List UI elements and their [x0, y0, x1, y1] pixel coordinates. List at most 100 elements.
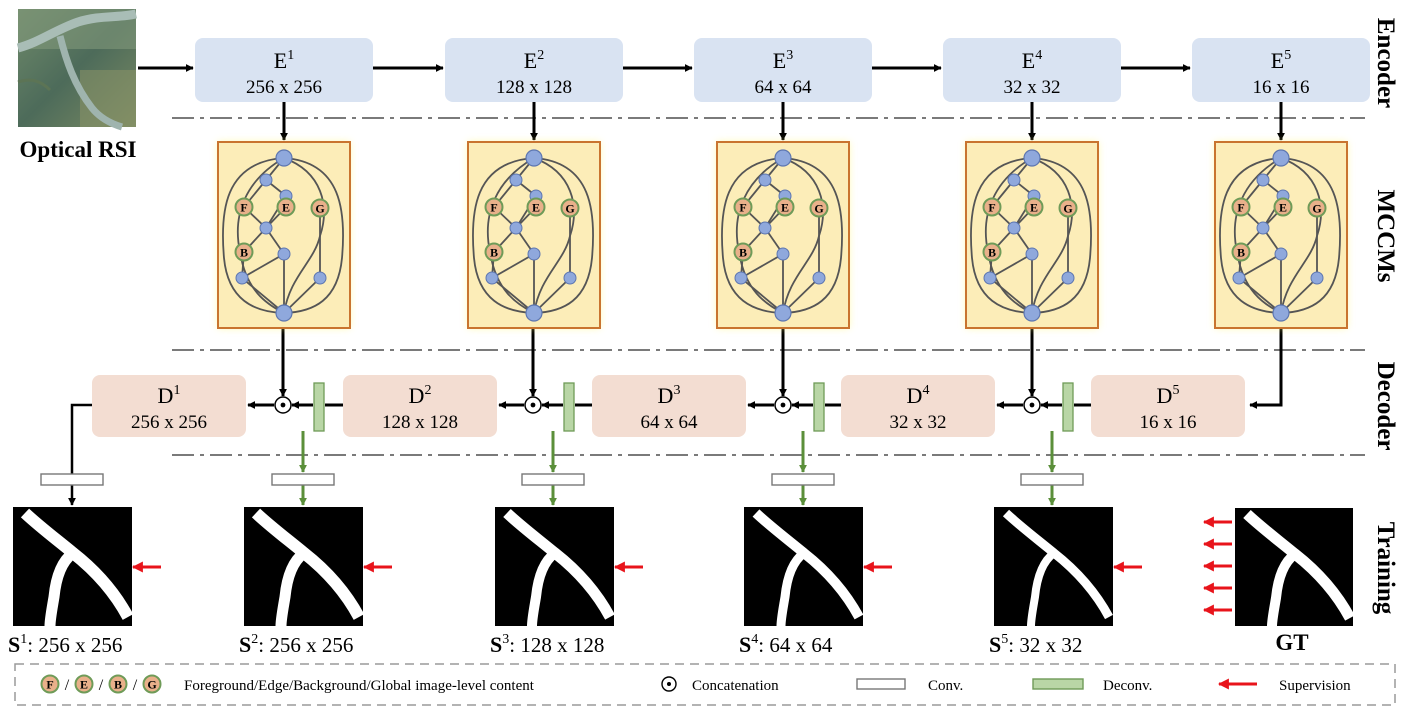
decoder-size: 32 x 32	[890, 412, 947, 433]
decoder-name-index: 4	[922, 383, 929, 398]
mccm-background-letter: B	[240, 246, 248, 260]
mccm-edge-node	[1273, 197, 1293, 217]
encoder-size: 128 x 128	[496, 77, 572, 98]
output-label-letter: S	[739, 632, 751, 657]
decoder-name-index: 1	[173, 383, 180, 398]
legend-content-text: Foreground/Edge/Background/Global image-…	[184, 678, 535, 694]
legend-edge-icon	[74, 674, 94, 694]
mccm-global-letter: G	[814, 202, 823, 216]
mccm-edge-letter: E	[1279, 201, 1287, 215]
encoder-box	[943, 38, 1121, 102]
mccm-foreground-node	[234, 197, 254, 217]
output-map-5: S5: 32 x 32	[989, 473, 1142, 657]
encoder-name: E1	[274, 48, 294, 73]
mccm-edge	[491, 277, 535, 314]
mccm-node	[277, 247, 291, 261]
mccm-background-letter: B	[1237, 246, 1245, 260]
mccm-node	[1025, 247, 1039, 261]
mccm-edge	[740, 277, 784, 314]
deconv-bar-2	[563, 382, 575, 432]
legend-separator: /	[99, 677, 104, 694]
output-label: S1: 256 x 256	[8, 632, 122, 657]
conv-bar	[771, 473, 835, 486]
output-map-2: S2: 256 x 256	[239, 473, 392, 657]
mccm-edge	[1238, 253, 1282, 279]
mccm-node	[527, 247, 541, 261]
encoder-name-index: 4	[1035, 48, 1042, 63]
mccm-loop	[782, 157, 844, 314]
mccm-background-letter: B	[739, 246, 747, 260]
encoder-size: 64 x 64	[755, 77, 813, 98]
decoder-name-letter: D	[1157, 383, 1173, 408]
mccm-edge	[1238, 277, 1282, 314]
mccm-foreground-node	[484, 197, 504, 217]
mccm-edge-letter: E	[532, 201, 540, 215]
encoder-name-letter: E	[274, 48, 287, 73]
section-label-decoder: Decoder	[1372, 362, 1399, 451]
decoder-name: D2	[409, 383, 432, 408]
mccm-top-node	[525, 149, 543, 167]
flow-arrows	[68, 64, 1285, 506]
arrow-mccm5-to-d5	[1249, 328, 1283, 409]
mccm-global-node	[310, 198, 330, 218]
encoder-size: 256 x 256	[246, 77, 322, 98]
mccm-global-letter: G	[565, 202, 574, 216]
output-label-index: 1	[20, 632, 27, 647]
decoder-name-index: 5	[1172, 383, 1179, 398]
decoder-name-letter: D	[658, 383, 674, 408]
concat-dot-4	[1029, 402, 1035, 408]
mccm-loop	[1218, 157, 1282, 314]
road-branch	[44, 548, 77, 627]
decoder-size: 64 x 64	[641, 412, 699, 433]
mccm-foreground-letter: F	[240, 201, 247, 215]
decoder-box	[92, 375, 246, 437]
output-map-4: S4: 64 x 64	[739, 473, 892, 657]
encoder-name: E4	[1022, 48, 1042, 73]
output-label-size: : 256 x 256	[27, 633, 122, 657]
deconv-icon	[1032, 678, 1084, 690]
mccm-loop	[221, 157, 285, 314]
conv-bar	[271, 473, 335, 486]
legend-edge-letter: E	[80, 678, 88, 692]
road-branch	[275, 548, 308, 627]
output-label: S4: 64 x 64	[739, 632, 833, 657]
mccm-background-node	[484, 242, 504, 262]
prediction-map	[744, 507, 863, 626]
decoder-name-letter: D	[409, 383, 425, 408]
encoder-name-letter: E	[524, 48, 537, 73]
concatenation-icon	[661, 676, 677, 692]
mccm-edge-node	[1024, 197, 1044, 217]
legend-foreground-letter: F	[46, 678, 53, 692]
legend-global-letter: G	[147, 678, 156, 692]
concat-dot-1	[280, 402, 286, 408]
deconv-bar-4	[1062, 382, 1074, 432]
decoder-block-4: D4 32 x 32	[841, 375, 995, 437]
mccm-node	[1256, 221, 1270, 235]
mccm-loop	[1031, 157, 1093, 314]
legend-background-letter: B	[114, 678, 122, 692]
road-branch	[527, 548, 559, 627]
legend-frame	[14, 663, 1396, 706]
output-label-size: : 128 x 128	[509, 633, 604, 657]
mccm-loop	[471, 157, 535, 314]
legend-separator: /	[133, 677, 138, 694]
output-label-letter: S	[8, 632, 20, 657]
decoder-size: 256 x 256	[131, 412, 207, 433]
legend-node-icons: F/E/B/G	[40, 674, 162, 694]
encoder-name: E5	[1271, 48, 1291, 73]
decoder-name-letter: D	[158, 383, 174, 408]
encoder-box	[694, 38, 872, 102]
mccm-background-node	[234, 242, 254, 262]
decoder-name-letter: D	[907, 383, 923, 408]
mccm-node	[776, 247, 790, 261]
mccm-node	[235, 271, 249, 285]
encoder-size: 16 x 16	[1253, 77, 1310, 98]
gt-image	[1235, 508, 1355, 627]
decoder-box	[592, 375, 746, 437]
